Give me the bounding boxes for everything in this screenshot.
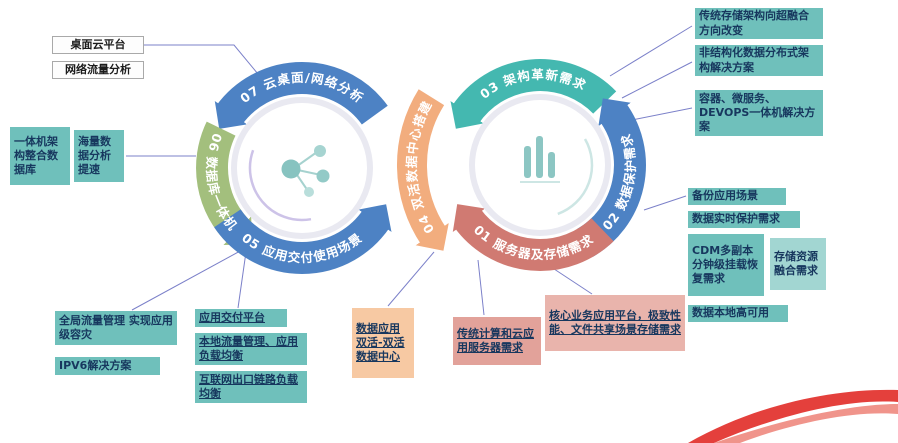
connector-line	[237, 251, 247, 309]
connector-line	[477, 259, 485, 316]
callout-internet-link: 互联网出口链路负载均衡	[195, 371, 307, 403]
callout-global-traffic: 全局流量管理 实现应用级容灾	[55, 311, 177, 345]
connector-line	[643, 195, 687, 211]
molecule-network-icon	[281, 145, 330, 197]
left-hub-decor-arc	[248, 149, 312, 222]
callout-network-traffic: 网络流量分析	[52, 61, 144, 79]
callout-backup-scenario: 备份应用场景	[688, 188, 786, 205]
callout-traditional-compute: 传统计算和云应用服务器需求	[453, 317, 541, 365]
callout-desktop-cloud: 桌面云平台	[52, 36, 144, 54]
left-hub-disc	[231, 97, 373, 239]
callout-container-devops: 容器、微服务、DEVOPS一体机解决方案	[695, 90, 823, 136]
connector-line	[387, 251, 435, 307]
segment-07-arc	[214, 62, 388, 129]
segment-05-arc	[214, 204, 392, 274]
bar-chart-icon	[520, 136, 560, 183]
callout-active-active-datacenter: 数据应用双活-双活数据中心	[352, 308, 414, 378]
callout-massive-data-analysis: 海量数据分析提速	[74, 130, 124, 182]
right-hub-decor-arc	[557, 138, 594, 216]
callout-storage-fusion: 存储资源融合需求	[770, 238, 826, 290]
segment-03-arc	[450, 59, 617, 129]
connector-line	[142, 44, 259, 75]
callout-storage-hci: 传统存储架构向超融合方向改变	[695, 8, 823, 39]
segment-01-arc	[452, 204, 614, 271]
callout-cdm-recovery: CDM多副本分钟级挂载恢复需求	[688, 234, 764, 296]
callout-unstructured-data: 非结构化数据分布式架构解决方案	[695, 45, 823, 76]
callout-appliance-architecture: 一体机架构整合数据库	[10, 127, 70, 185]
callout-local-high-availability: 数据本地高可用	[688, 305, 788, 322]
connector-line	[131, 249, 243, 311]
segment-04-arc	[397, 89, 449, 251]
connector-line	[609, 25, 693, 77]
callout-core-business-storage: 核心业务应用平台，极致性能、文件共享场景存储需求	[545, 295, 685, 351]
callout-ipv6: IPV6解决方案	[55, 357, 160, 375]
connector-line	[621, 61, 693, 99]
callout-local-traffic: 本地流量管理、应用负载均衡	[195, 333, 307, 365]
swoosh-arrow-icon	[688, 389, 898, 443]
callout-app-delivery: 应用交付平台	[195, 309, 287, 327]
connector-line	[631, 107, 693, 121]
callout-realtime-protection: 数据实时保护需求	[688, 211, 800, 228]
